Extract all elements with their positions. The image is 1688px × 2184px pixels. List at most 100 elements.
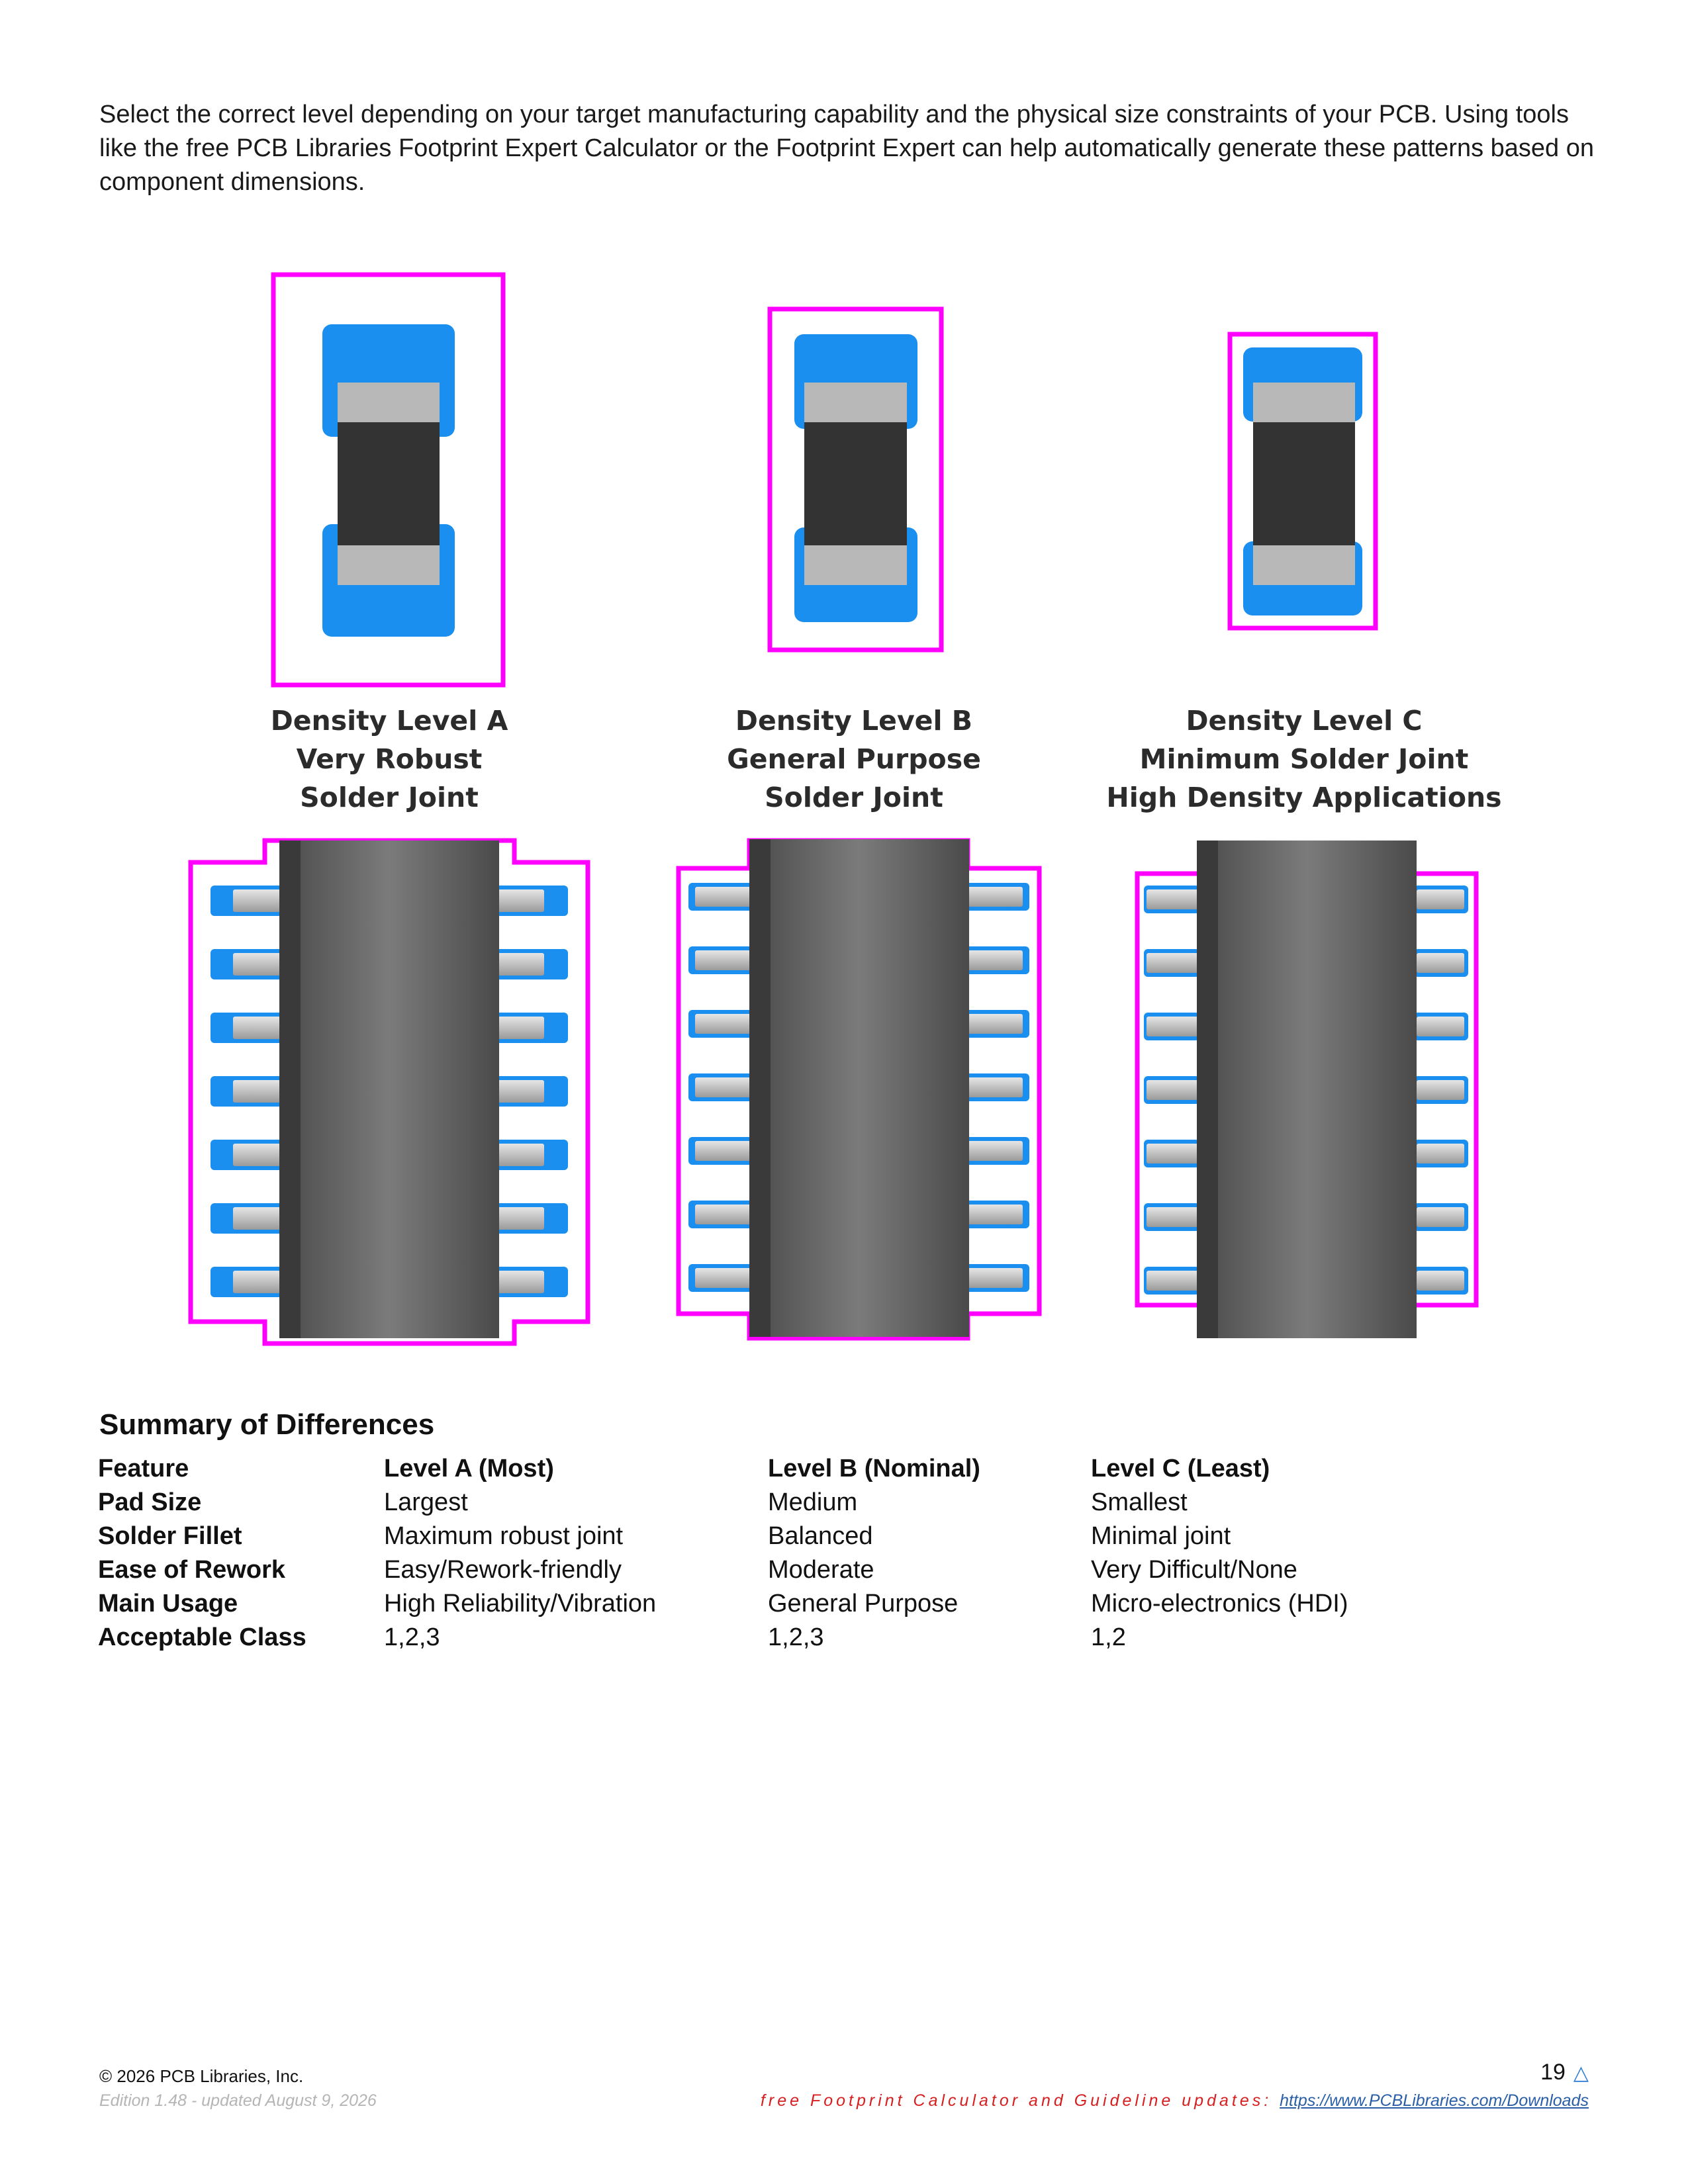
lead — [233, 1144, 281, 1166]
table-cell: Minimal joint — [1091, 1522, 1231, 1550]
table-row: Solder Fillet Maximum robust joint Balan… — [98, 1520, 1422, 1553]
caption-level-b: Density Level B General Purpose Solder J… — [655, 702, 1053, 817]
lead — [695, 1077, 751, 1097]
feature-cell: Main Usage — [98, 1590, 238, 1617]
ic-body-edge-left — [1197, 841, 1218, 1338]
table-cell: High Reliability/Vibration — [384, 1590, 657, 1617]
caption-line: General Purpose — [727, 743, 981, 775]
terminal-top — [338, 383, 440, 425]
footer-edition: Edition 1.48 - updated August 9, 2026 — [99, 2091, 377, 2110]
courtyard-outline — [767, 306, 944, 653]
lead — [1147, 953, 1198, 973]
caption-line: Density Level B — [735, 705, 973, 737]
lead — [968, 1014, 1023, 1034]
terminal-bottom — [338, 543, 440, 585]
lead — [1417, 953, 1464, 973]
lead — [1147, 889, 1198, 909]
page-number: 19 — [1540, 2060, 1566, 2085]
table-row: Pad Size Largest Medium Smallest — [98, 1486, 1422, 1520]
lead — [498, 1080, 544, 1103]
footer-promo: free Footprint Calculator and Guideline … — [761, 2091, 1589, 2111]
header-cell: Level A (Most) — [384, 1455, 554, 1482]
lead — [1417, 1271, 1464, 1291]
lead — [233, 1080, 281, 1103]
summary-title: Summary of Differences — [99, 1408, 435, 1441]
lead — [695, 1141, 751, 1161]
footer-copyright: © 2026 PCB Libraries, Inc. — [99, 2066, 304, 2086]
table-cell: Largest — [384, 1488, 468, 1516]
lead — [498, 953, 544, 976]
lead — [498, 1144, 544, 1166]
terminal-top — [804, 383, 907, 425]
lead — [498, 1017, 544, 1039]
ic-body — [1197, 841, 1417, 1338]
downloads-link[interactable]: https://www.PCBLibraries.com/Downloads — [1280, 2091, 1589, 2110]
feature-cell: Ease of Rework — [98, 1556, 285, 1584]
header-cell: Feature — [98, 1455, 189, 1482]
chip-footprint-level-c — [1227, 332, 1378, 631]
table-header-row: Feature Level A (Most) Level B (Nominal)… — [98, 1452, 1422, 1486]
lead — [1417, 889, 1464, 909]
lead — [968, 1141, 1023, 1161]
lead — [1417, 1080, 1464, 1100]
chip-footprint-level-b — [767, 306, 944, 653]
table-cell: 1,2,3 — [768, 1623, 824, 1651]
soic-footprint-level-b — [676, 838, 1042, 1341]
intro-paragraph: Select the correct level depending on yo… — [99, 101, 1594, 196]
lead — [233, 889, 281, 912]
lead — [968, 1205, 1023, 1224]
terminal-bottom — [804, 543, 907, 585]
lead — [968, 887, 1023, 907]
feature-cell: Pad Size — [98, 1488, 202, 1516]
lead — [233, 1207, 281, 1230]
lead — [1417, 1144, 1464, 1163]
table-cell: 1,2 — [1091, 1623, 1126, 1651]
caption-level-a: Density Level A Very Robust Solder Joint — [191, 702, 588, 817]
courtyard-outline — [188, 838, 590, 1346]
table-cell: Micro-electronics (HDI) — [1091, 1590, 1348, 1617]
lead — [1147, 1144, 1198, 1163]
chip-body — [338, 422, 440, 545]
chip-body — [1253, 422, 1355, 545]
lead — [1147, 1207, 1198, 1227]
chip-footprint-level-a — [271, 272, 506, 688]
chip-body — [804, 422, 907, 545]
lead — [233, 1271, 281, 1293]
terminal-top — [1253, 383, 1355, 425]
caption-line: Minimum Solder Joint — [1139, 743, 1469, 775]
lead — [968, 1077, 1023, 1097]
lead — [968, 950, 1023, 970]
lead — [1147, 1080, 1198, 1100]
soic-footprint-level-a — [188, 838, 590, 1346]
caption-line: Density Level A — [270, 705, 508, 737]
ic-body — [279, 841, 499, 1338]
courtyard-outline — [1227, 332, 1378, 631]
table-cell: Very Difficult/None — [1091, 1556, 1297, 1584]
feature-cell: Acceptable Class — [98, 1623, 306, 1651]
header-cell: Level C (Least) — [1091, 1455, 1270, 1482]
table-cell: Moderate — [768, 1556, 874, 1584]
triangle-icon[interactable]: △ — [1573, 2062, 1589, 2084]
caption-line: Solder Joint — [765, 782, 943, 813]
caption-line: Very Robust — [296, 743, 483, 775]
lead — [695, 887, 751, 907]
table-row: Acceptable Class 1,2,3 1,2,3 1,2 — [98, 1621, 1422, 1655]
table-cell: Easy/Rework-friendly — [384, 1556, 622, 1584]
lead — [498, 889, 544, 912]
ic-body-edge-left — [749, 839, 771, 1337]
table-cell: General Purpose — [768, 1590, 959, 1617]
caption-line: Density Level C — [1186, 705, 1423, 737]
lead — [695, 1268, 751, 1288]
lead — [1417, 1017, 1464, 1036]
ic-body — [749, 839, 969, 1337]
ic-body-edge-left — [279, 841, 301, 1338]
terminal-bottom — [1253, 543, 1355, 585]
caption-line: High Density Applications — [1106, 782, 1502, 813]
feature-cell: Solder Fillet — [98, 1522, 242, 1550]
lead — [1417, 1207, 1464, 1227]
lead — [498, 1207, 544, 1230]
promo-text: free Footprint Calculator and Guideline … — [760, 2091, 1272, 2110]
lead — [695, 950, 751, 970]
header-cell: Level B (Nominal) — [768, 1455, 980, 1482]
table-row: Ease of Rework Easy/Rework-friendly Mode… — [98, 1553, 1422, 1587]
